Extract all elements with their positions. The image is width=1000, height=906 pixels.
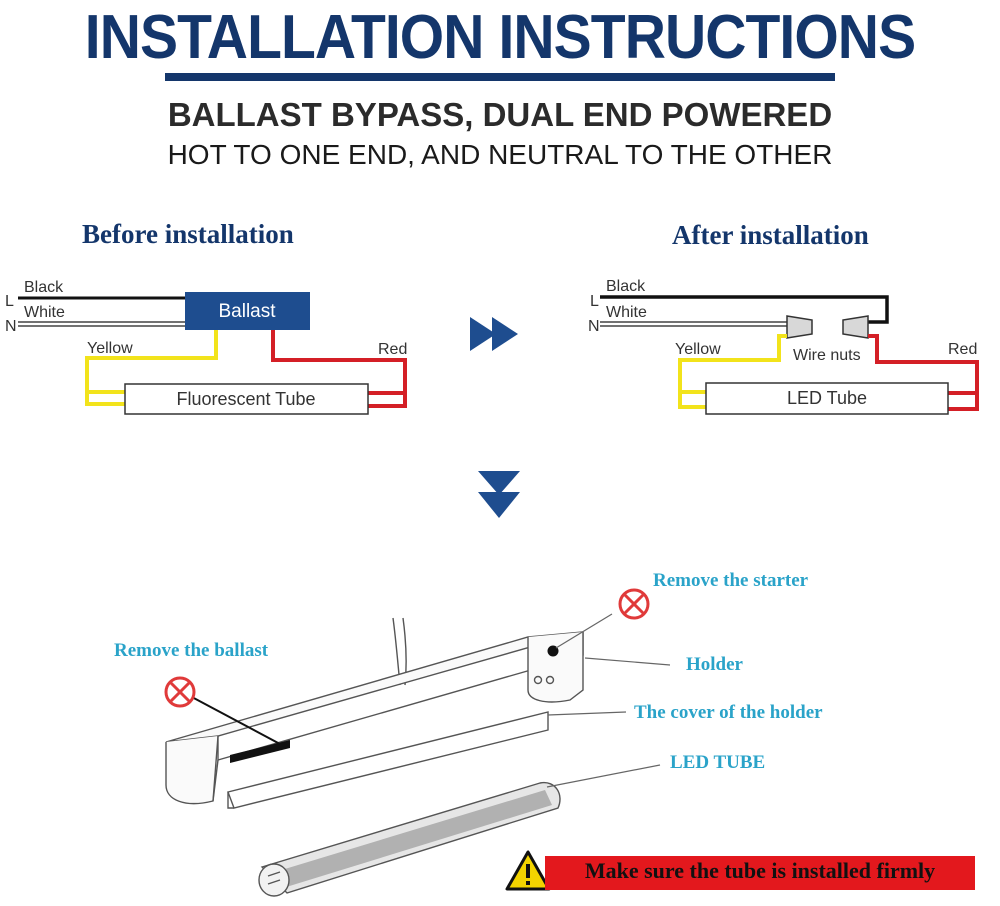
leader-holder [584, 657, 671, 666]
before-wiring-diagram: Black White L N Ballast Yellow Red Fluor… [5, 279, 407, 415]
before-yellow-label: Yellow [87, 340, 133, 357]
wire-nut-right [842, 315, 869, 339]
fixture-illustration [165, 617, 584, 897]
ballast-label: Ballast [218, 301, 276, 322]
holder-pin-left [533, 675, 543, 685]
led-tube-end-cap [258, 863, 290, 897]
fixture-end-edge [212, 759, 219, 802]
ballast-box [185, 292, 310, 330]
leader-ballast [189, 695, 281, 745]
after-white-label: White [606, 304, 647, 321]
led-tube-box [705, 382, 949, 415]
page-title: INSTALLATION INSTRUCTIONS [84, 3, 916, 72]
before-installation-heading: Before installation [82, 219, 294, 249]
led-tube-label: LED Tube [787, 388, 867, 408]
after-yellow-wire-outer [678, 334, 787, 409]
before-black-label: Black [24, 279, 64, 296]
ballast-component [230, 740, 290, 763]
prohibited-icon [618, 588, 650, 620]
subtitle-secondary: HOT TO ONE END, AND NEUTRAL TO THE OTHER [167, 139, 833, 170]
leader-cover [547, 711, 627, 716]
starter-dot [547, 645, 559, 657]
remove-starter-callout: Remove the starter [653, 570, 809, 591]
after-line-label: L [590, 293, 599, 310]
fluorescent-tube-label: Fluorescent Tube [176, 389, 315, 409]
after-red-wire-outer [868, 334, 979, 411]
before-white-label: White [24, 304, 65, 321]
after-yellow-label: Yellow [675, 341, 721, 358]
warning-text: Make sure the tube is installed firmly [584, 858, 936, 883]
title-underline [165, 73, 835, 81]
after-red-label: Red [948, 341, 977, 358]
fixture-left-end-cap [165, 735, 219, 805]
before-neutral-label: N [5, 318, 17, 335]
before-red-label: Red [378, 341, 407, 358]
after-black-label: Black [606, 278, 646, 295]
warning-triangle-icon [505, 850, 551, 891]
led-tube-lens [275, 790, 552, 888]
double-right-arrow-icon [470, 317, 518, 351]
before-red-wire-outer [271, 330, 407, 408]
after-neutral-label: N [588, 318, 600, 335]
fluorescent-tube [124, 383, 369, 415]
before-line-label: L [5, 293, 14, 310]
after-installation-heading: After installation [672, 220, 869, 250]
holder-callout: Holder [686, 654, 743, 675]
led-tube-callout: LED TUBE [670, 752, 766, 773]
cover-callout: The cover of the holder [634, 702, 823, 723]
subtitle: BALLAST BYPASS, DUAL END POWERED [167, 96, 833, 133]
after-wiring-diagram: Black White L N Wire nuts Yellow Red LED… [588, 278, 979, 415]
remove-ballast-callout: Remove the ballast [114, 640, 269, 661]
after-black-wire [600, 295, 889, 324]
leader-starter [555, 613, 613, 649]
warning-banner [545, 856, 975, 890]
prohibited-icon [164, 676, 196, 708]
led-tube-pin-1 [267, 871, 281, 877]
holder-cover [227, 711, 549, 809]
wire-nut-left [786, 315, 813, 339]
holder-pin-right [545, 675, 555, 685]
wire-nuts-label: Wire nuts [793, 347, 861, 364]
callout-leaders [189, 613, 671, 788]
down-arrow-icon [478, 471, 520, 518]
before-yellow-wire-inner [85, 330, 218, 394]
holder-right [527, 632, 584, 703]
leader-led-tube [546, 764, 661, 788]
holder-cover-end [227, 792, 234, 809]
led-tube-pin-2 [267, 879, 281, 885]
